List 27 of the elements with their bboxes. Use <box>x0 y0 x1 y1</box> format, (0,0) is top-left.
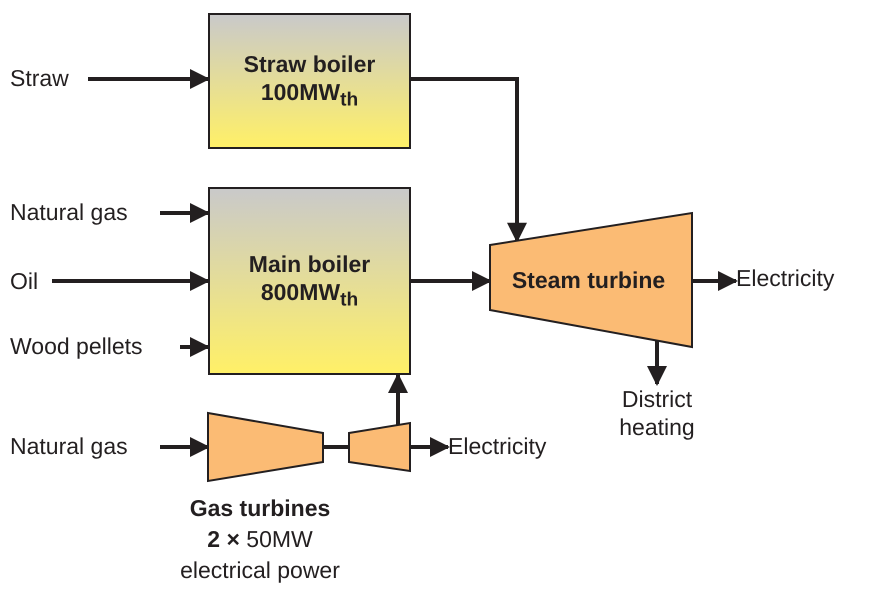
flow-label: Straw <box>10 65 69 93</box>
flow-label: District heating <box>618 386 696 442</box>
arrow <box>411 271 492 291</box>
arrow <box>388 373 408 425</box>
arrow <box>180 337 210 357</box>
arrow <box>647 340 667 386</box>
flow-label: Electricity <box>736 265 834 293</box>
boiler-box <box>208 13 411 149</box>
flow-label: Electricity <box>448 433 546 461</box>
boiler-box <box>208 187 411 375</box>
arrow <box>160 203 210 223</box>
caption-text: electrical power <box>179 556 341 585</box>
node-title: Straw boiler 100MW$_{th}$ <box>242 50 376 112</box>
caption-text: 2 × 50MW <box>206 525 314 554</box>
arrow <box>160 437 210 457</box>
caption-text: Gas turbines <box>188 494 332 523</box>
arrow <box>52 271 210 291</box>
shaft-line <box>323 445 349 449</box>
node-title: Main boiler 800MW$_{th}$ <box>248 250 372 312</box>
arrow <box>692 271 738 291</box>
flow-label: Natural gas <box>10 199 128 227</box>
flow-label: Wood pellets <box>10 333 143 361</box>
arrow <box>88 69 210 89</box>
flow-label: Natural gas <box>10 433 128 461</box>
flow-label: Oil <box>10 268 38 296</box>
arrow <box>410 437 450 457</box>
node-title: Steam turbine <box>512 266 666 294</box>
